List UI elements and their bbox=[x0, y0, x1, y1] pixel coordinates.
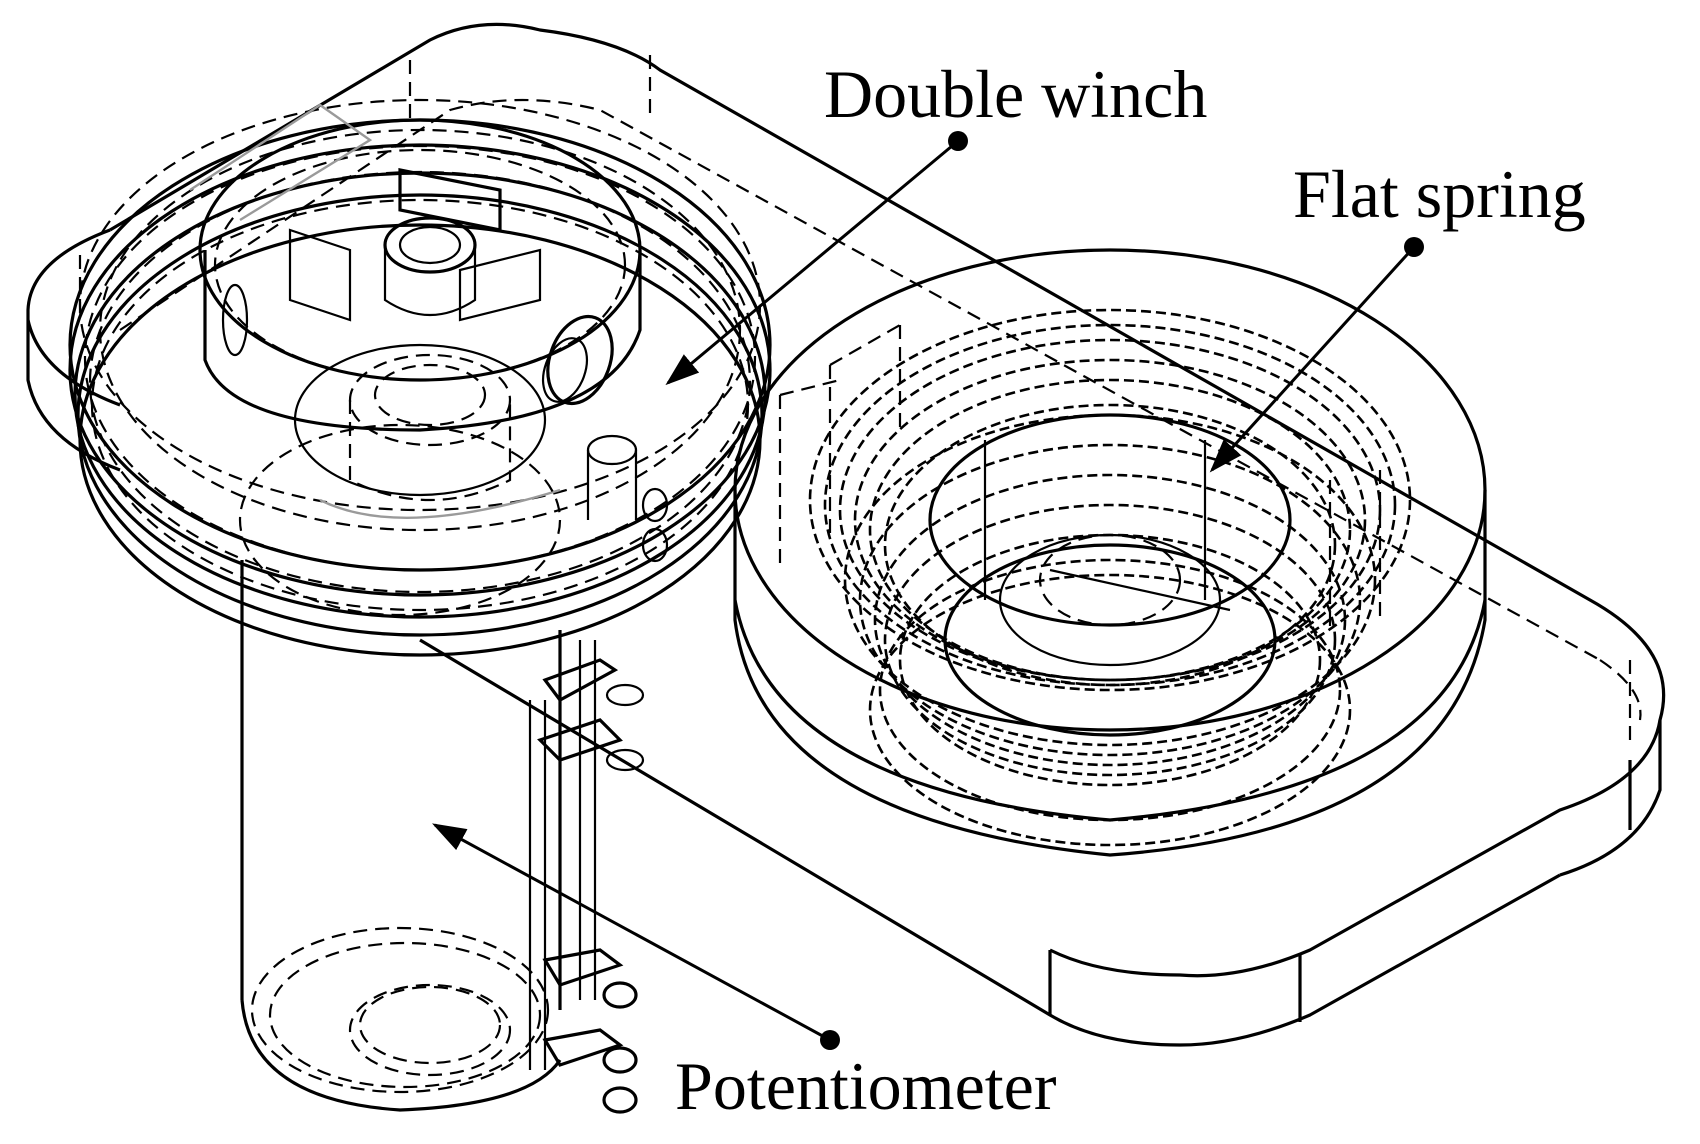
flat-spring-leader bbox=[1209, 245, 1416, 473]
double-winch-label: Double winch bbox=[824, 56, 1208, 132]
potentiometer-label: Potentiometer bbox=[675, 1048, 1057, 1124]
flat-spring-dot bbox=[1404, 237, 1424, 257]
potentiometer-leader bbox=[432, 823, 831, 1042]
double-winch-leader bbox=[665, 139, 959, 386]
potentiometer-dot bbox=[820, 1030, 840, 1050]
flat-spring-label: Flat spring bbox=[1293, 156, 1586, 232]
base-plate bbox=[26, 22, 1666, 1047]
double-winch-dot bbox=[948, 131, 968, 151]
leader-lines bbox=[432, 131, 1424, 1050]
double-winch bbox=[68, 98, 772, 657]
flat-spring bbox=[733, 248, 1487, 857]
